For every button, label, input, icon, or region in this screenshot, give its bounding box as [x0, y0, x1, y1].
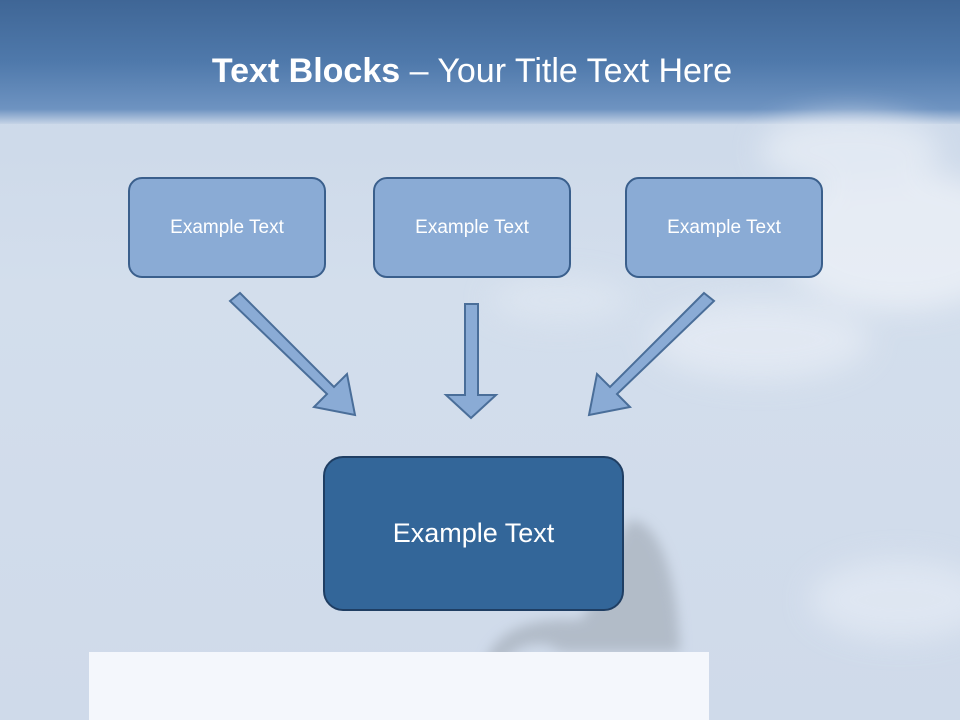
title-bold: Text Blocks — [211, 52, 401, 90]
source-box-label: Example Text — [415, 216, 529, 238]
page-title: Text Blocks – Your Title Text Here — [0, 52, 944, 91]
source-box-label: Example Text — [667, 216, 781, 238]
penguin-silhouette — [485, 520, 680, 672]
bottom-panel — [89, 652, 709, 720]
arrow-down-right-icon — [228, 291, 357, 417]
arrow-down-icon — [443, 303, 499, 420]
source-box-1[interactable]: Example Text — [128, 177, 326, 278]
source-box-label: Example Text — [170, 216, 284, 238]
header-band — [0, 0, 960, 124]
source-box-2[interactable]: Example Text — [373, 177, 571, 278]
title-rest: – Your Title Text Here — [400, 52, 733, 90]
target-box[interactable]: Example Text — [323, 456, 624, 611]
target-box-label: Example Text — [392, 518, 555, 548]
arrow-down-left-icon — [587, 291, 716, 417]
source-box-3[interactable]: Example Text — [625, 177, 823, 278]
